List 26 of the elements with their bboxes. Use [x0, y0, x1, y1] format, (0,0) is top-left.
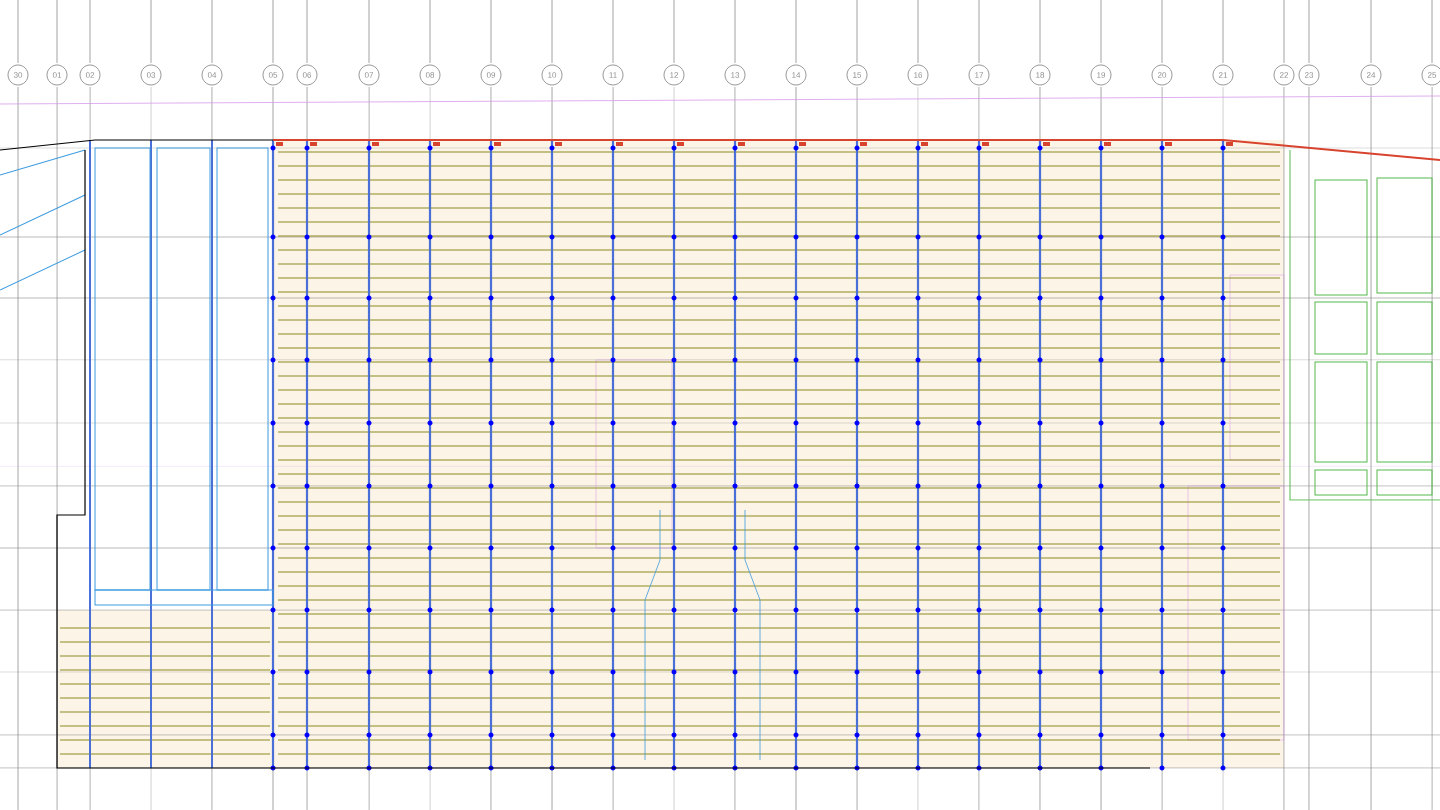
grid-bubble: 25 [1421, 64, 1440, 86]
grid-bubble: 13 [724, 64, 746, 86]
grid-bubble: 05 [262, 64, 284, 86]
grid-bubble: 10 [541, 64, 563, 86]
grid-bubble: 12 [663, 64, 685, 86]
grid-bubble: 06 [296, 64, 318, 86]
grid-bubble: 21 [1212, 64, 1234, 86]
grid-bubble: 18 [1029, 64, 1051, 86]
grid-bubble: 16 [907, 64, 929, 86]
grid-bubble: 03 [140, 64, 162, 86]
grid-bubble: 20 [1151, 64, 1173, 86]
grid-bubble: 19 [1090, 64, 1112, 86]
grid-bubble: 07 [358, 64, 380, 86]
grid-bubble: 02 [79, 64, 101, 86]
grid-bubble: 22 [1273, 64, 1295, 86]
grid-bubble: 08 [419, 64, 441, 86]
grid-bubble: 01 [46, 64, 68, 86]
grid-bubble: 04 [201, 64, 223, 86]
grid-bubble: 17 [968, 64, 990, 86]
grid-bubble: 14 [785, 64, 807, 86]
grid-bubble: 11 [602, 64, 624, 86]
grid-bubble: 30 [7, 64, 29, 86]
grid-bubble: 09 [480, 64, 502, 86]
grid-bubble: 24 [1360, 64, 1382, 86]
grid-bubble: 15 [846, 64, 868, 86]
grid-bubble: 23 [1298, 64, 1320, 86]
